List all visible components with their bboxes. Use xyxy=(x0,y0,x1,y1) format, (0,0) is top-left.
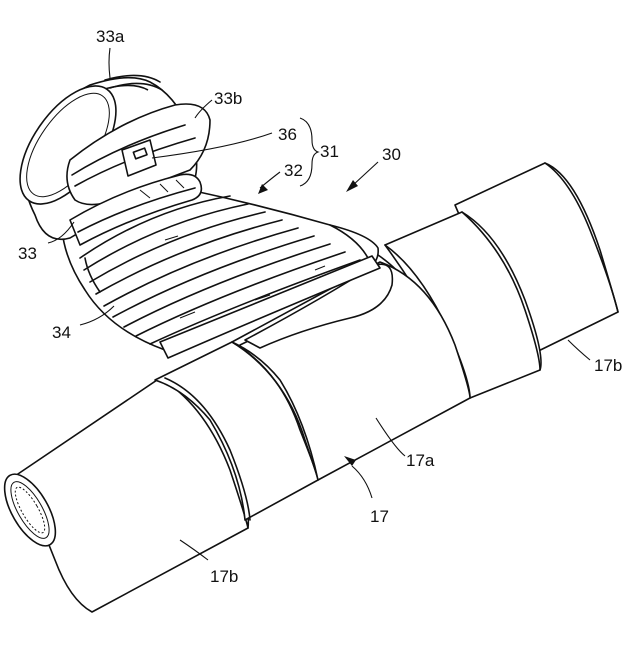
label-30: 30 xyxy=(382,145,401,164)
label-31: 31 xyxy=(320,142,339,161)
label-33: 33 xyxy=(18,244,37,263)
label-34: 34 xyxy=(52,323,71,342)
label-17a: 17a xyxy=(406,451,435,470)
label-17: 17 xyxy=(370,507,389,526)
label-33a: 33a xyxy=(96,27,125,46)
label-36: 36 xyxy=(278,125,297,144)
label-32: 32 xyxy=(284,161,303,180)
label-33b: 33b xyxy=(214,89,242,108)
label-17b-right: 17b xyxy=(594,356,622,375)
arrow-32-head xyxy=(258,184,268,194)
label-17b-bottom: 17b xyxy=(210,567,238,586)
